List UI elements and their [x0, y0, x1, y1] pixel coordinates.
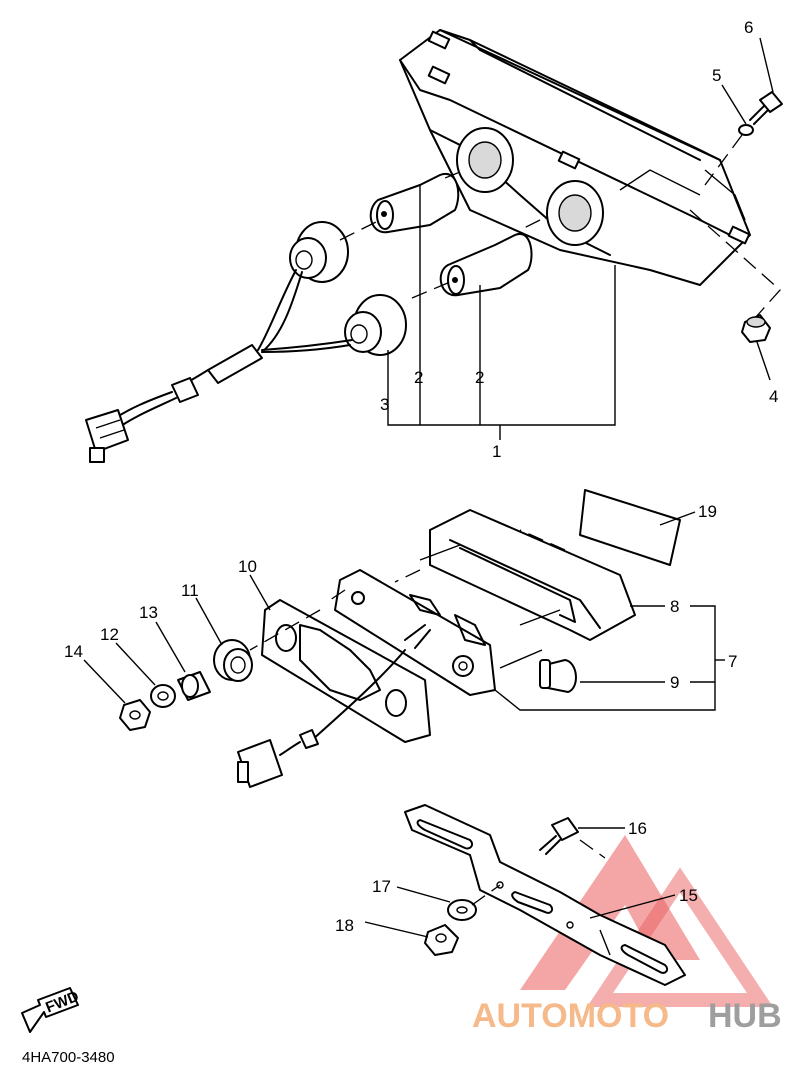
callout-13: 13 [139, 603, 158, 622]
washer-lower [150, 684, 176, 708]
callout-8: 8 [670, 597, 679, 616]
direction-label: FWD [43, 988, 81, 1017]
callout-1: 1 [492, 442, 501, 461]
license-light-lens [419, 509, 636, 641]
callout-17: 17 [372, 877, 391, 896]
wire-harness [85, 269, 353, 463]
gasket [261, 599, 431, 743]
collar [177, 671, 211, 701]
callout-4: 4 [769, 387, 778, 406]
callout-2b: 2 [475, 368, 484, 387]
callout-10: 10 [238, 557, 257, 576]
forward-arrow-icon [21, 987, 79, 1033]
callout-5: 5 [712, 66, 721, 85]
watermark-prefix: AUTOMOTO [472, 997, 669, 1035]
callout-16: 16 [628, 819, 647, 838]
label-strip [579, 489, 681, 566]
watermark-suffix: HUB [708, 997, 782, 1035]
watermark-text: AUTOMOTO HUB [472, 997, 782, 1035]
callout-14: 14 [64, 642, 83, 661]
callout-12: 12 [100, 625, 119, 644]
callout-3: 3 [380, 395, 389, 414]
washer-flat [447, 899, 477, 921]
nut-upper [741, 314, 771, 343]
callout-9: 9 [670, 673, 679, 692]
nut-lower [119, 699, 151, 731]
license-light-wire [237, 649, 406, 788]
bolt-lower [539, 817, 579, 855]
callout-labels: 1 2 2 3 4 5 6 7 8 9 10 11 12 13 14 15 16… [64, 18, 778, 935]
license-bracket [404, 804, 686, 986]
bulb-upper [369, 172, 460, 234]
tail-light-housing [399, 29, 751, 286]
screw [749, 91, 783, 125]
callout-11: 11 [181, 581, 199, 600]
bulb-small [539, 659, 577, 693]
callout-6: 6 [744, 18, 753, 37]
callout-2a: 2 [414, 368, 423, 387]
callout-18: 18 [335, 916, 354, 935]
callout-19: 19 [698, 502, 717, 521]
washer-small [738, 124, 754, 136]
nut-bracket [424, 924, 459, 956]
grommet [213, 639, 253, 682]
callout-7: 7 [728, 652, 737, 671]
callout-15: 15 [679, 886, 698, 905]
socket-lower [344, 294, 407, 356]
socket-upper [289, 221, 349, 283]
bulb-lower [439, 233, 533, 297]
diagram-code: 4HA700-3480 [22, 1049, 115, 1066]
